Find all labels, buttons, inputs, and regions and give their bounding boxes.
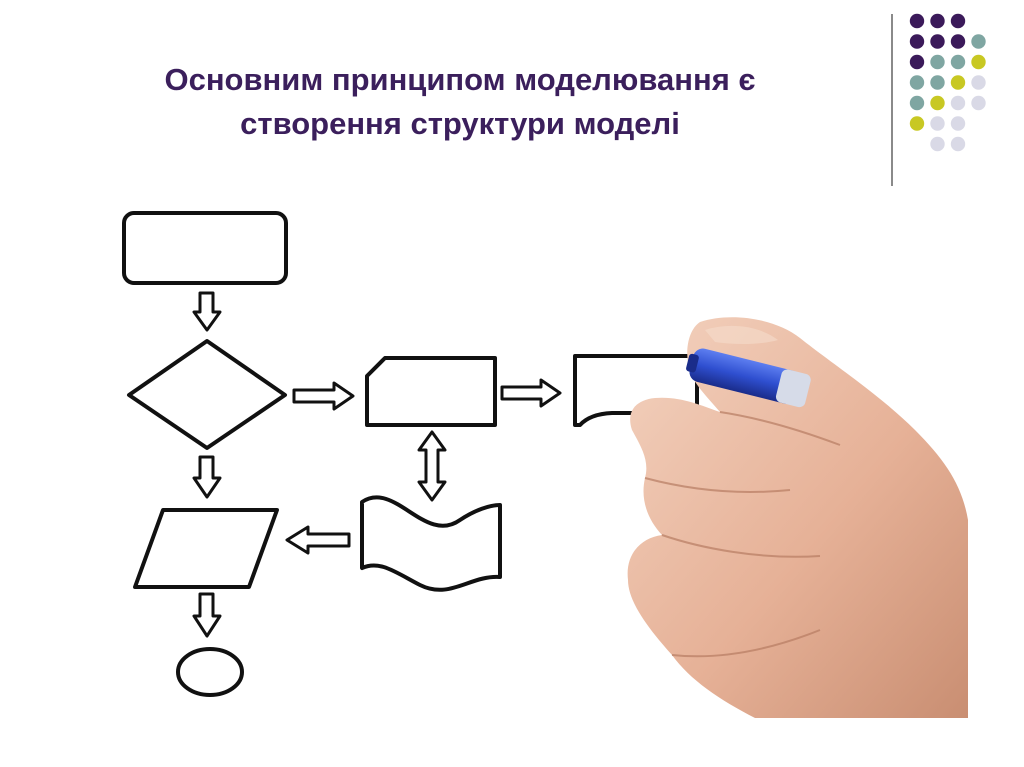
decorative-dot	[950, 54, 966, 70]
flowchart-terminator-icon	[122, 211, 288, 285]
slide-title: Основним принципом моделювання є створен…	[40, 58, 880, 146]
decorative-dot	[971, 75, 986, 90]
arrow-down-icon	[192, 592, 222, 638]
arrow-down-icon	[192, 291, 222, 332]
title-line-2: створення структури моделі	[240, 106, 680, 141]
decorative-dot	[909, 116, 925, 131]
title-line-1: Основним принципом моделювання є	[164, 62, 756, 97]
arrow-left-icon	[285, 525, 351, 555]
decorative-dot	[930, 13, 945, 29]
decorative-dot	[971, 34, 986, 49]
flowchart-decision-icon	[127, 339, 287, 450]
decorative-dot	[930, 54, 945, 70]
decorative-dot	[909, 95, 925, 111]
flowchart-data-icon	[133, 508, 279, 589]
decorative-dot	[909, 34, 925, 49]
decorative-dot	[930, 34, 945, 49]
decorative-dot	[930, 136, 945, 152]
decorative-dot	[950, 116, 966, 131]
arrow-double-vertical-icon	[417, 430, 447, 502]
decorative-dot	[950, 75, 966, 90]
decorative-dot	[950, 13, 966, 29]
vertical-divider	[891, 14, 893, 186]
decorative-dot-grid	[909, 13, 986, 152]
arrow-right-icon	[500, 378, 562, 408]
flowchart-process-icon	[365, 356, 497, 427]
decorative-dot	[950, 95, 966, 111]
decorative-dot	[909, 54, 925, 70]
decorative-dot	[909, 13, 925, 29]
decorative-dot	[930, 116, 945, 131]
decorative-dot	[930, 95, 945, 111]
decorative-dot	[950, 136, 966, 152]
decorative-dot	[909, 75, 925, 90]
decorative-dot	[930, 75, 945, 90]
flowchart-connector-icon	[176, 647, 244, 697]
decorative-dot	[971, 95, 986, 111]
decorative-dot	[950, 34, 966, 49]
hand-with-marker-icon	[627, 317, 968, 718]
flowchart-punched-tape-icon	[360, 495, 502, 592]
arrow-down-icon	[192, 455, 222, 499]
arrow-right-icon	[292, 381, 355, 411]
decorative-dot	[971, 54, 986, 70]
